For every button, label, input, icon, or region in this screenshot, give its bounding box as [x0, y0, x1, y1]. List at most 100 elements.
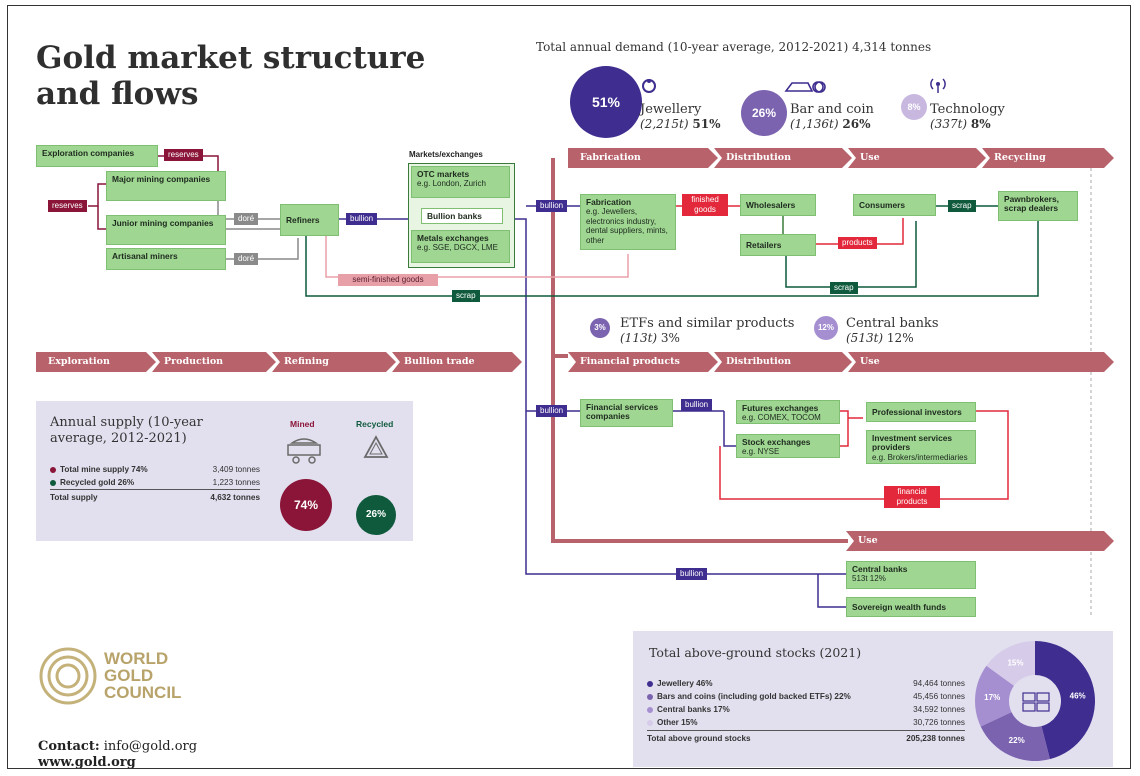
pawnbrokers-box: Pawnbrokers, scrap dealers	[998, 191, 1078, 221]
ring-icon	[640, 78, 664, 94]
reserves-tag: reserves	[164, 149, 203, 161]
markets-heading: Markets/exchanges	[409, 150, 483, 159]
scrap-tag: scrap	[452, 290, 480, 302]
donut-label: 15%	[1007, 659, 1023, 668]
bullion-tag-2: bullion	[536, 200, 568, 212]
jewellery-label: Jewellery (2,215t) 51%	[640, 102, 721, 131]
bar-coin-icon	[784, 78, 826, 94]
signal-icon	[926, 76, 950, 94]
bullion-tag-5: bullion	[676, 568, 708, 580]
supply-divider	[50, 489, 260, 490]
scrap-tag-2: scrap	[948, 200, 976, 212]
dore-tag: doré	[234, 213, 259, 225]
bars-dot	[647, 693, 653, 700]
recycled-label: Recycled	[356, 419, 394, 429]
stock-row-other: Other 15%30,726 tonnes	[647, 718, 965, 728]
chevron-financial-products: Financial products	[568, 352, 718, 372]
bar-coin-circle: 26%	[741, 90, 787, 136]
stock-row-central-banks: Central banks 17%34,592 tonnes	[647, 705, 965, 715]
products-tag: products	[838, 237, 877, 249]
professional-investors-box: Professional investors	[866, 402, 976, 422]
chevron-fabrication: Fabrication	[568, 148, 718, 168]
chevron-use-3: Use	[846, 531, 1114, 551]
stock-row-jewellery: Jewellery 46%94,464 tonnes	[647, 679, 965, 689]
wholesalers-box: Wholesalers	[740, 194, 816, 216]
demand-heading: Total annual demand (10-year average, 20…	[536, 40, 932, 54]
chevron-distribution-2: Distribution	[714, 352, 852, 372]
donut-label: 22%	[1009, 736, 1025, 745]
etf-label: ETFs and similar products (113t) 3%	[620, 316, 795, 345]
chevron-refining: Refining	[272, 352, 396, 372]
donut-label: 46%	[1070, 692, 1086, 701]
bullion-tag-3: bullion	[536, 405, 568, 417]
donut-slice-central-banks	[975, 665, 1014, 727]
chevron-recycling: Recycling	[982, 148, 1114, 168]
artisanal-miners-box: Artisanal miners	[106, 248, 226, 270]
bar-coin-label: Bar and coin (1,136t) 26%	[790, 102, 874, 131]
bullion-tag: bullion	[346, 213, 378, 225]
sovereign-wealth-box: Sovereign wealth funds	[846, 597, 976, 617]
donut-label: 17%	[984, 693, 1000, 702]
gold-bars-icon	[1022, 692, 1050, 712]
stocks-divider	[647, 730, 965, 731]
junior-mining-box: Junior mining companies	[106, 215, 226, 245]
bullion-banks-box: Bullion banks	[421, 208, 503, 224]
contact-info: Contact: info@gold.org www.gold.org	[38, 739, 198, 769]
supply-heading: Annual supply (10-year average, 2012-202…	[50, 415, 203, 446]
above-ground-stocks-panel: Total above-ground stocks (2021) Jewelle…	[633, 631, 1113, 767]
retailers-box: Retailers	[740, 234, 816, 256]
page-title: Gold market structure and flows	[36, 40, 426, 112]
technology-circle: 8%	[901, 94, 927, 120]
financial-services-box: Financial services companies	[580, 399, 673, 427]
mine-dot	[50, 466, 56, 473]
chevron-use-2: Use	[848, 352, 1114, 372]
chevron-production: Production	[152, 352, 276, 372]
consumers-box: Consumers	[853, 194, 936, 216]
central-banks-circle: 12%	[814, 316, 838, 340]
jewellery-dot	[647, 680, 653, 687]
donut-slice-bars-and-coins	[980, 712, 1050, 761]
central-banks-dot	[647, 706, 653, 713]
supply-row-recycled: Recycled gold 26%1,223 tonnes	[50, 478, 260, 488]
website-link[interactable]: www.gold.org	[38, 755, 136, 769]
jewellery-circle: 51%	[570, 66, 642, 138]
dore-tag-2: doré	[234, 253, 259, 265]
infographic: Gold market structure and flows Total an…	[7, 5, 1131, 769]
scrap-tag-3: scrap	[830, 282, 858, 294]
chevron-exploration: Exploration	[36, 352, 156, 372]
semi-finished-tag: semi-finished goods	[338, 274, 438, 286]
chevron-bullion-trade: Bullion trade	[392, 352, 522, 372]
finished-goods-tag: finished goods	[682, 194, 728, 216]
exploration-companies-box: Exploration companies	[36, 145, 158, 167]
etf-circle: 3%	[590, 318, 610, 338]
chevron-distribution: Distribution	[714, 148, 852, 168]
mined-circle: 74%	[280, 479, 332, 531]
recycled-dot	[50, 479, 56, 486]
mined-label: Mined	[290, 419, 315, 429]
donut-slice-jewellery	[1035, 641, 1095, 760]
technology-label: Technology (337t) 8%	[930, 102, 1005, 131]
refiners-box: Refiners	[280, 204, 339, 236]
contact-email[interactable]: info@gold.org	[103, 739, 198, 754]
chevron-use: Use	[848, 148, 986, 168]
wgc-logo-icon	[38, 646, 98, 706]
bullion-tag-4: bullion	[681, 399, 713, 411]
mine-cart-icon	[284, 435, 324, 465]
other-dot	[647, 719, 653, 726]
major-mining-box: Major mining companies	[106, 171, 226, 201]
supply-row-mine: Total mine supply 74%3,409 tonnes	[50, 465, 260, 475]
financial-products-tag: financial products	[884, 486, 940, 508]
annual-supply-panel: Annual supply (10-year average, 2012-202…	[36, 401, 413, 541]
donut-slice-other	[986, 641, 1035, 686]
recycle-icon	[360, 433, 392, 465]
